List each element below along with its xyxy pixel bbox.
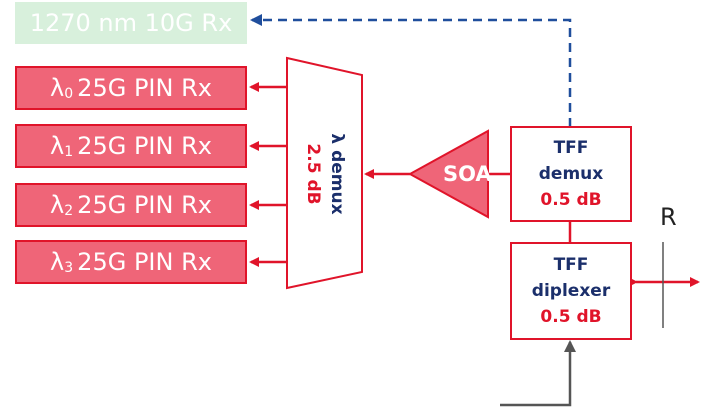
reflection-label: R xyxy=(660,203,677,231)
lambda-symbol: λ xyxy=(50,132,65,160)
lambda-index: 2 xyxy=(64,203,74,219)
tff-diplexer-line1: TFF xyxy=(553,255,589,275)
lambda-symbol: λ xyxy=(50,248,65,276)
rx-label: 25G PIN Rx xyxy=(77,132,212,160)
lambda-index: 0 xyxy=(64,86,74,102)
demux-loss: 2.5 dB xyxy=(303,143,323,205)
lambda-index: 3 xyxy=(64,260,74,276)
rx-label: 25G PIN Rx xyxy=(77,74,212,102)
legacy-dashed-path xyxy=(250,14,572,127)
lambda-symbol: λ xyxy=(50,74,65,102)
rx-label: 25G PIN Rx xyxy=(77,248,212,276)
tff-demux-box: TFF demux 0.5 dB xyxy=(510,126,632,222)
tff-diplexer-box: TFF diplexer 0.5 dB xyxy=(510,242,632,340)
tff-diplexer-line2: diplexer xyxy=(531,281,611,301)
rx-label: 25G PIN Rx xyxy=(77,191,212,219)
tff-demux-loss: 0.5 dB xyxy=(540,190,602,210)
tff-demux-line2: demux xyxy=(538,164,604,184)
lambda-index: 1 xyxy=(64,144,74,160)
soa-label: SOA xyxy=(443,162,492,186)
legacy-receiver-label: 1270 nm 10G Rx xyxy=(29,9,233,37)
lambda-demux-block xyxy=(286,56,363,290)
tff-demux-line1: TFF xyxy=(553,138,589,158)
tff-diplexer-loss: 0.5 dB xyxy=(540,307,602,327)
demux-title: λ demux xyxy=(327,133,347,215)
input-fiber xyxy=(500,340,576,407)
legacy-receiver: 1270 nm 10G Rx xyxy=(15,2,247,44)
lambda-symbol: λ xyxy=(50,191,65,219)
